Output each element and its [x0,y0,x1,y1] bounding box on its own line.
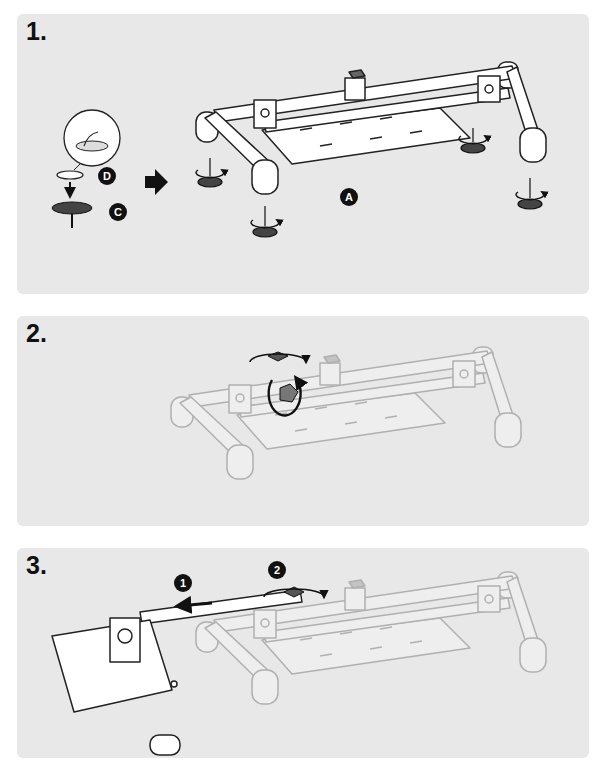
illustration-stroke [251,220,279,228]
illustration-stroke [171,681,177,687]
callout-marker: 2 [268,561,286,579]
step-number: 1. [26,18,47,46]
illustration-stroke [118,629,132,643]
callout-label: 1 [180,578,186,589]
illustration-stroke [196,572,546,704]
illustration-stroke [57,171,83,179]
illustration-stroke [269,378,301,415]
callout-label: A [345,192,353,203]
illustration-stroke [140,590,302,624]
step-number: 2. [26,320,47,348]
illustration-stroke [52,572,546,755]
step-illustration [17,548,589,758]
step-panel: 1. D C A [17,14,589,294]
illustration-stroke [196,62,546,194]
illustration-stroke [171,347,521,479]
callout-marker: 1 [174,574,192,592]
illustration-stroke [529,178,530,198]
illustration-stroke [518,199,542,209]
illustration-stroke [74,164,80,170]
illustration-stroke [250,354,306,362]
callout-label: 2 [274,565,280,576]
illustration-stroke [196,136,544,228]
callout-marker: A [340,188,358,206]
illustration-stroke [71,214,73,228]
callout-marker: D [98,167,116,185]
illustration-stroke [209,158,210,176]
callout-label: D [103,171,111,182]
illustration-stroke [52,202,92,214]
step-illustration [17,14,589,294]
illustration-stroke [461,143,485,153]
step-panel: 2. [17,316,589,526]
illustration-stroke [64,110,120,166]
illustration-stroke [264,589,324,597]
illustration-stroke [76,141,108,151]
step-illustration [17,316,589,526]
illustration-stroke [69,182,71,196]
illustration-stroke [84,132,98,146]
illustration-stroke [52,62,546,237]
illustration-stroke [280,384,298,402]
illustration-stroke [52,590,302,755]
illustration-stroke [196,170,224,178]
illustration-stroke [110,618,140,662]
callout-marker: C [109,203,127,221]
illustration-stroke [253,227,277,237]
illustration-stroke [198,128,542,237]
illustration-stroke [178,603,212,606]
illustration-stroke [145,169,168,195]
illustration-stroke [459,136,487,144]
illustration-stroke [150,735,180,755]
illustration-stroke [171,347,521,479]
callout-label: C [114,207,122,218]
step-number: 3. [26,552,47,580]
illustration-stroke [198,177,222,187]
illustration-stroke [196,572,546,704]
illustration-stroke [516,192,544,200]
illustration-stroke [171,347,521,479]
step-panel: 3.12 [17,548,589,758]
illustration-stroke [264,206,265,226]
illustration-stroke [472,128,473,142]
